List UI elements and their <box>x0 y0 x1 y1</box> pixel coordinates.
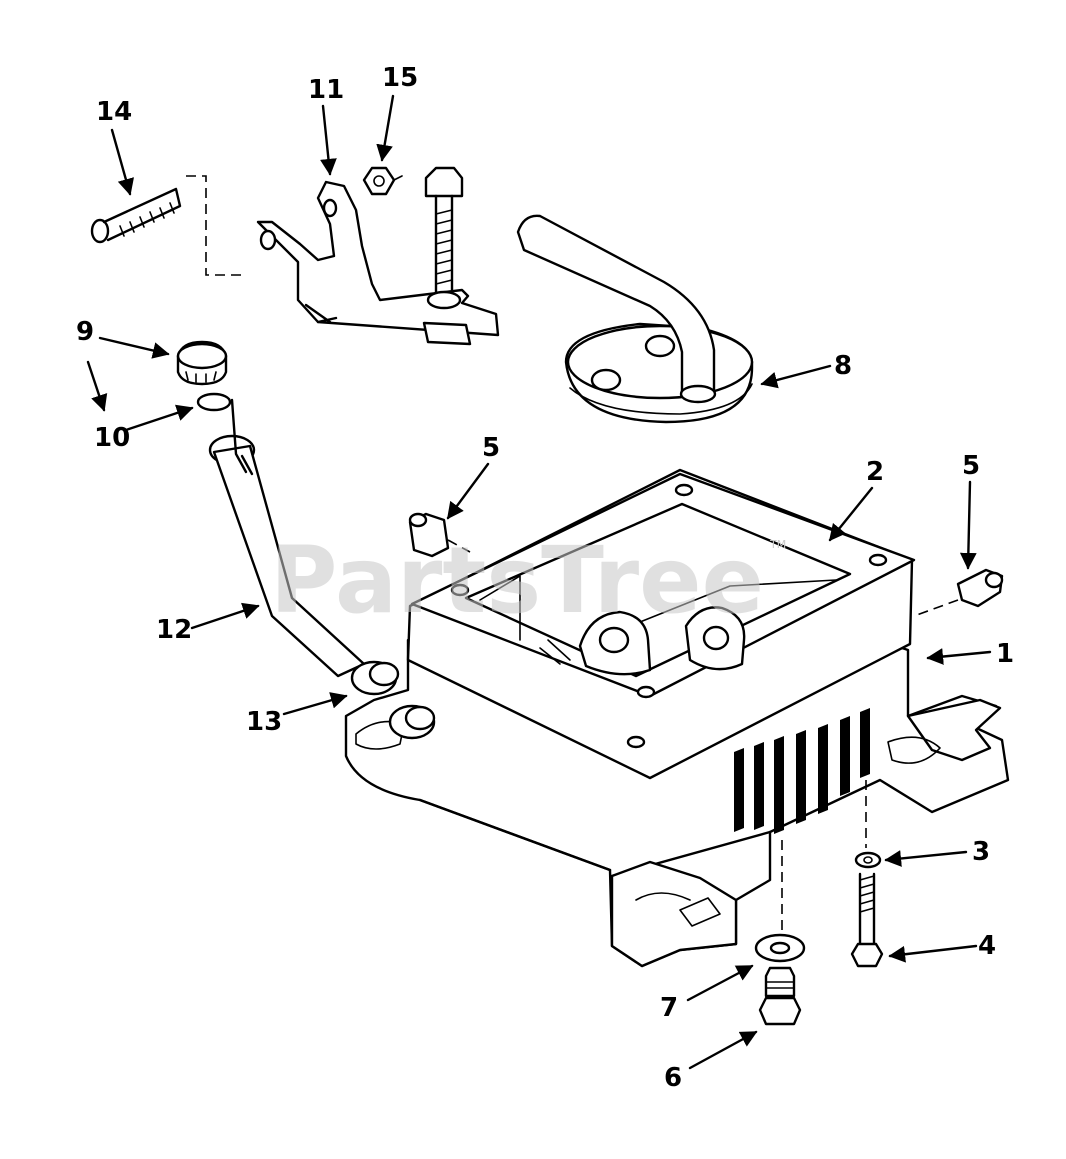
part-13-grommet <box>350 660 400 696</box>
callout-10: 10 <box>94 423 130 453</box>
callout-15: 15 <box>382 63 418 93</box>
callout-1: 1 <box>996 639 1014 669</box>
part-14-screw <box>90 187 182 244</box>
part-9-dipstick-cap <box>176 340 228 386</box>
part-14-alignment-line <box>186 175 246 276</box>
callout-4: 4 <box>978 931 996 961</box>
callout-3: 3 <box>972 837 990 867</box>
callout-9: 9 <box>76 317 94 347</box>
callout-14: 14 <box>96 97 132 127</box>
part-6-drain-plug <box>758 966 802 1026</box>
bracket-bolt <box>424 166 464 310</box>
callout-5-right: 5 <box>962 451 980 481</box>
part-3-lock-washer <box>854 851 882 869</box>
callout-12: 12 <box>156 615 192 645</box>
callout-7: 7 <box>660 993 678 1023</box>
part-4-bolt <box>850 872 884 968</box>
part-5-left-alignment <box>447 539 471 553</box>
watermark-text: PartsTree <box>270 527 764 634</box>
part-5-right-alignment <box>913 599 959 617</box>
leader-arrows <box>86 94 992 1070</box>
callout-2: 2 <box>866 457 884 487</box>
callout-13: 13 <box>246 707 282 737</box>
part-12-fill-tube <box>208 398 366 678</box>
watermark-trademark: TM <box>769 538 786 551</box>
callout-11: 11 <box>308 75 344 105</box>
callout-8: 8 <box>834 351 852 381</box>
callout-5-left: 5 <box>482 433 500 463</box>
part-5-plug-right <box>956 568 1004 608</box>
part-8-breather-cover <box>516 214 754 424</box>
part-10-o-ring <box>196 392 232 412</box>
part-11-bracket <box>256 180 500 346</box>
part-15-nut <box>362 166 403 196</box>
part-5-plug-left <box>408 512 450 558</box>
callout-6: 6 <box>664 1063 682 1093</box>
part-1-engine-base <box>344 468 1010 968</box>
part-7-washer <box>754 933 806 963</box>
